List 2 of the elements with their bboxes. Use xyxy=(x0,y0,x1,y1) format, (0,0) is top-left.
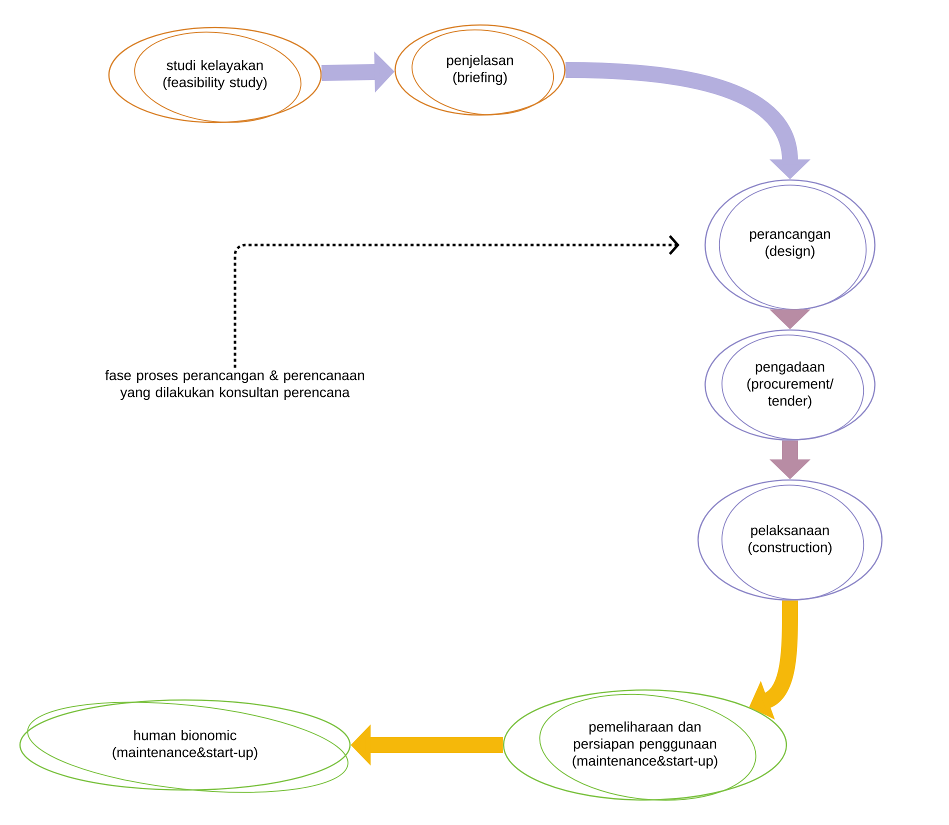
note-text: fase proses perancangan & perencanaan yang dilakukan konsultan perencana xyxy=(105,370,364,400)
arrow xyxy=(234,235,680,368)
